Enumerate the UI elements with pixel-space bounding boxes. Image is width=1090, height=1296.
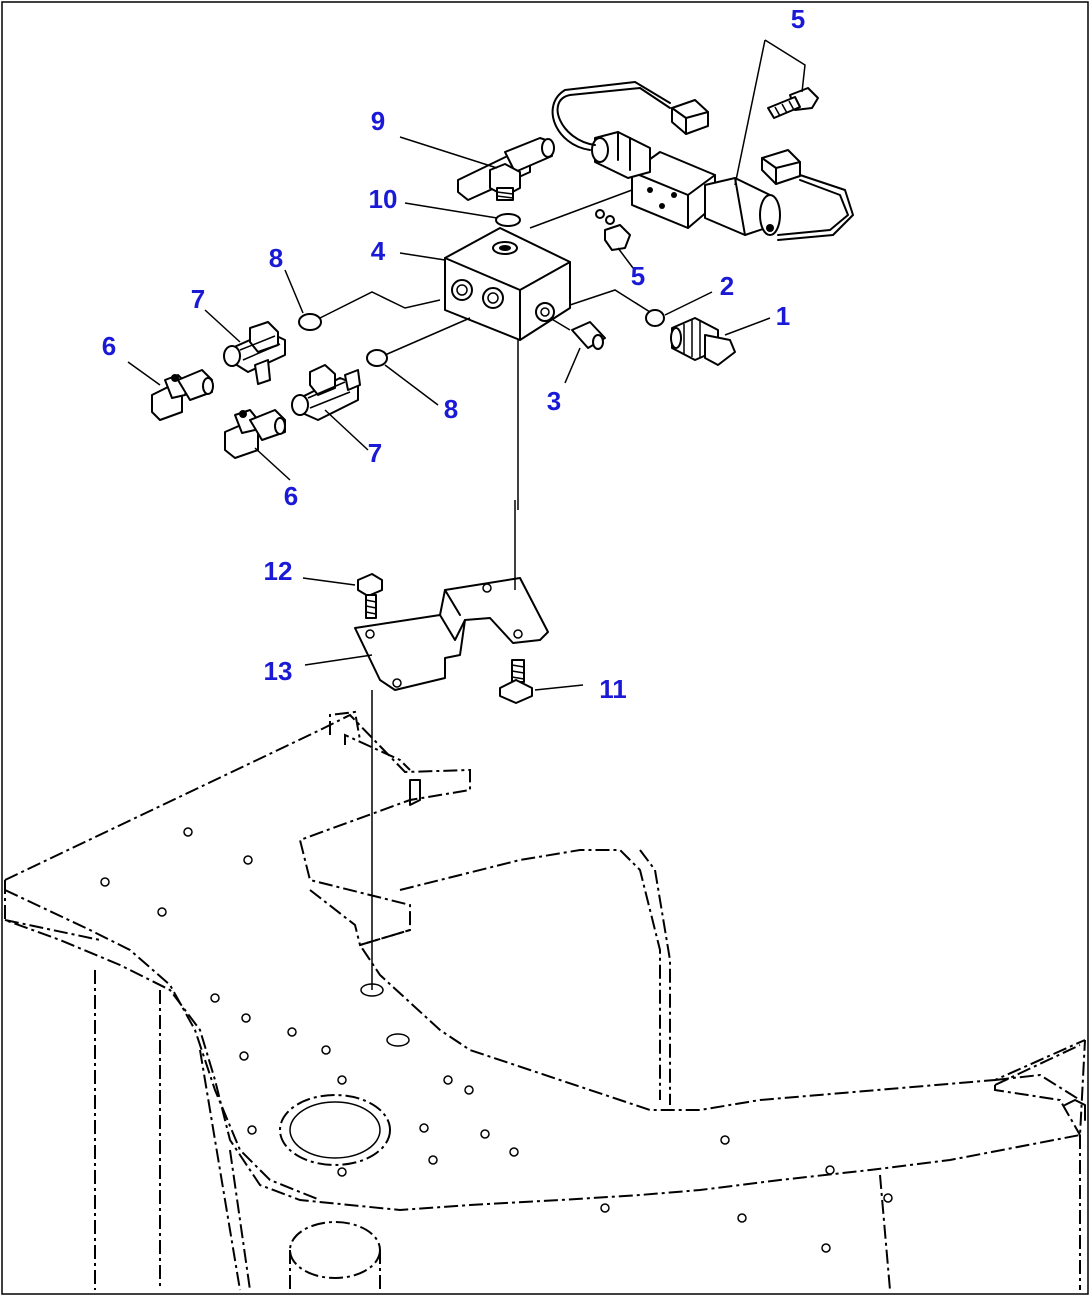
callout-7-upper: 7 [191,284,205,314]
callout-9: 9 [371,106,385,136]
callout-12: 12 [264,556,293,586]
fitting-7-upper [223,321,286,385]
valve-block-4 [444,227,571,510]
callout-8-upper: 8 [269,243,283,273]
callout-labels: 5 9 10 4 8 5 2 7 1 6 3 8 7 6 12 13 11 [102,4,805,704]
bolt-11 [499,659,533,704]
tee-fitting-9 [457,137,555,201]
callout-8-lower: 8 [444,394,458,424]
callout-6-left: 6 [102,331,116,361]
elbow-fitting-6-left [151,369,214,421]
o-ring-10 [495,213,521,227]
leader-lines [127,39,806,691]
fitting-7-lower [291,364,361,421]
callout-4: 4 [371,236,386,266]
plug-3 [549,317,606,350]
callout-5-middle: 5 [631,261,645,291]
bracket-13 [354,500,549,990]
callout-7-lower: 7 [368,438,382,468]
callout-6-bottom: 6 [284,481,298,511]
o-ring-8-upper [298,291,441,331]
callout-11: 11 [599,674,627,704]
callout-10: 10 [369,184,398,214]
callout-13: 13 [264,656,293,686]
switch-fitting-1 [670,317,736,366]
bolt-5 [767,87,819,119]
machine-frame [4,710,1086,1291]
callout-5-top: 5 [791,4,805,34]
callout-3: 3 [547,386,561,416]
o-ring-8-lower [366,317,471,367]
callout-1: 1 [776,301,790,331]
solenoid-valve-5 [529,81,854,251]
bolt-12 [357,573,383,619]
elbow-fitting-6-bottom [224,409,286,459]
callout-2: 2 [720,271,734,301]
o-ring-2 [569,289,665,327]
